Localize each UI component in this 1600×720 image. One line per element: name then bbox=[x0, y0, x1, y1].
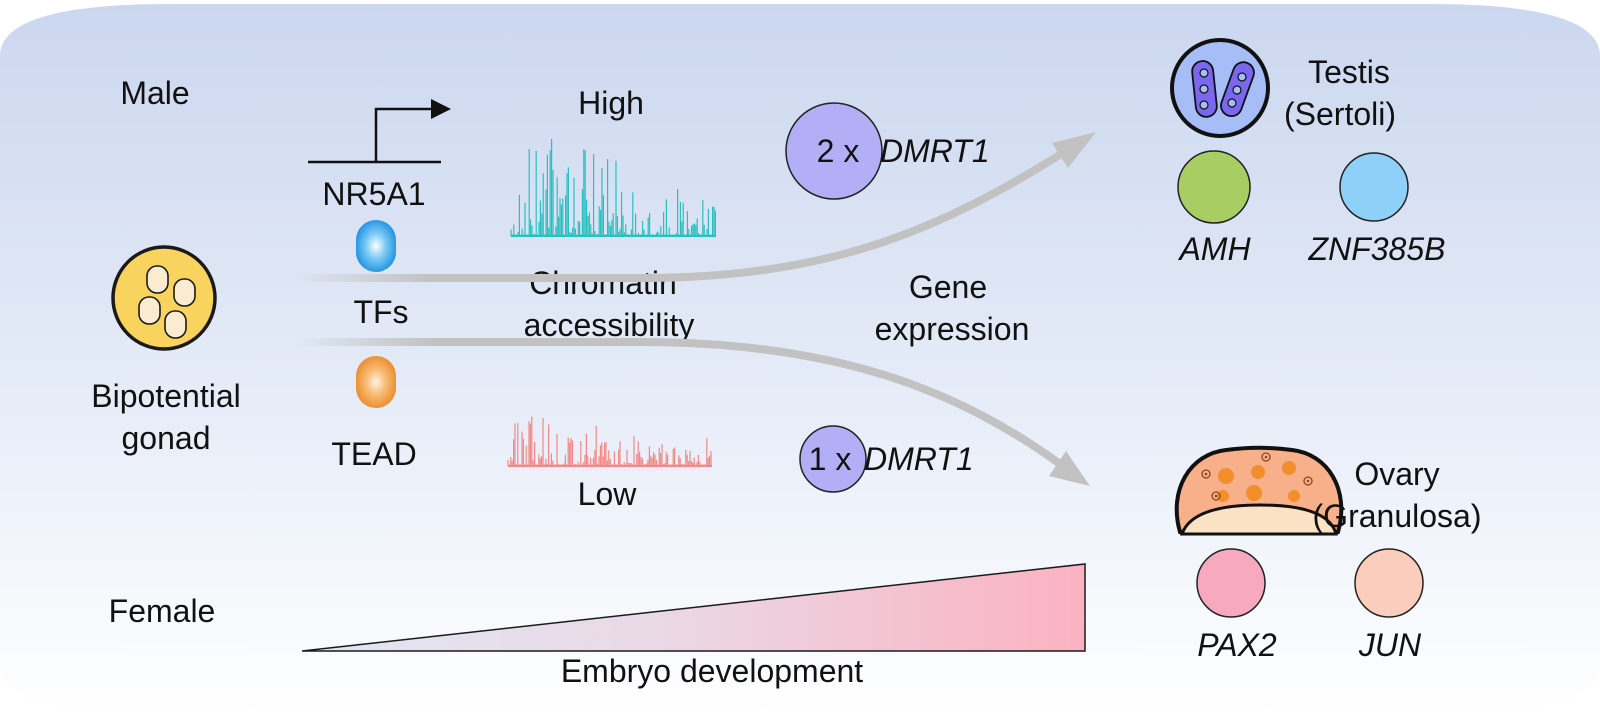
chromatin-label-line2: accessibility bbox=[524, 307, 695, 343]
ovary-label-line1: Ovary bbox=[1354, 456, 1439, 492]
pax2-circle bbox=[1196, 548, 1266, 618]
jun-circle bbox=[1354, 548, 1424, 618]
male-label: Male bbox=[120, 75, 189, 111]
female-dmrt1-circle bbox=[799, 425, 867, 493]
male-dmrt1-gene: DMRT1 bbox=[880, 133, 990, 169]
testis-label-line2: (Sertoli) bbox=[1284, 96, 1396, 132]
male-trajectory-arrow bbox=[289, 132, 1096, 282]
gene-label-line2: expression bbox=[875, 311, 1030, 347]
testis-label-line1: Testis bbox=[1308, 54, 1390, 90]
promoter-arrow-icon bbox=[308, 99, 451, 164]
jun-label: JUN bbox=[1358, 627, 1422, 663]
testis-cell-icon bbox=[1170, 38, 1270, 138]
embryo-development-label: Embryo development bbox=[561, 653, 863, 689]
ovary-cell-icon bbox=[1174, 445, 1344, 536]
gene-label-line1: Gene bbox=[909, 269, 987, 305]
amh-circle bbox=[1177, 150, 1251, 224]
znf385b-circle bbox=[1339, 152, 1409, 222]
pax2-label: PAX2 bbox=[1197, 627, 1277, 663]
chromatin-label-line1: Chromatin bbox=[529, 265, 677, 301]
low-label: Low bbox=[578, 476, 638, 512]
znf385b-label: ZNF385B bbox=[1308, 231, 1446, 267]
low-accessibility-peaks bbox=[507, 416, 712, 467]
female-trajectory-arrow bbox=[289, 338, 1090, 486]
tfs-label: TFs bbox=[353, 294, 408, 330]
female-dosage-prefix: 1 x bbox=[809, 441, 852, 477]
nr5a1-tf-icon bbox=[356, 220, 396, 272]
female-dmrt1-gene: DMRT1 bbox=[864, 441, 974, 477]
high-label: High bbox=[578, 85, 644, 121]
embryo-development-gradient bbox=[301, 563, 1086, 652]
bipotential-label-line2: gonad bbox=[122, 420, 211, 456]
high-accessibility-peaks bbox=[510, 139, 717, 237]
nr5a1-label: NR5A1 bbox=[322, 176, 425, 212]
bipotential-gonad-cell-icon bbox=[111, 245, 217, 351]
amh-label: AMH bbox=[1177, 231, 1251, 267]
ovary-label-line2: (Granulosa) bbox=[1313, 498, 1482, 534]
tead-label: TEAD bbox=[331, 436, 416, 472]
male-dmrt1-circle bbox=[785, 102, 883, 200]
female-label: Female bbox=[109, 593, 216, 629]
tead-tf-icon bbox=[356, 356, 396, 408]
bipotential-label-line1: Bipotential bbox=[91, 378, 240, 414]
male-dosage-prefix: 2 x bbox=[817, 133, 860, 169]
